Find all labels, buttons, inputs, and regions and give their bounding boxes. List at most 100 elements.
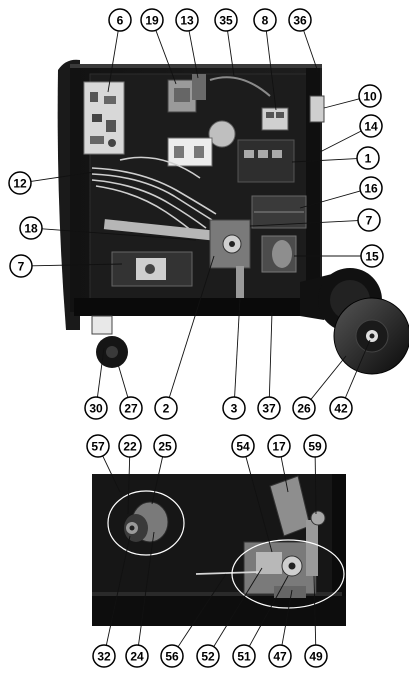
callout-circle xyxy=(303,434,327,458)
callout-number: 25 xyxy=(158,440,172,454)
callout-circle xyxy=(214,8,238,32)
callout-c17: 17 xyxy=(267,434,291,458)
callout-circle xyxy=(153,434,177,458)
wire-feed-detail-view xyxy=(92,474,346,626)
leader-line-c35 xyxy=(227,30,235,77)
callout-c35: 35 xyxy=(214,8,238,32)
callout-c51: 51 xyxy=(232,644,256,668)
callout-number: 2 xyxy=(163,402,170,416)
leader-line-c19 xyxy=(155,30,177,85)
bracket-18 xyxy=(103,219,237,243)
callout-circle xyxy=(358,84,382,108)
leader-line-c26 xyxy=(310,355,347,400)
callout-c13: 13 xyxy=(175,8,199,32)
callout-circle xyxy=(360,244,384,268)
callout-circle xyxy=(359,114,383,138)
component-13 xyxy=(192,74,206,100)
callout-c22: 22 xyxy=(118,434,142,458)
rear-wheel xyxy=(333,297,409,375)
callout-c57: 57 xyxy=(86,434,110,458)
callout-number: 57 xyxy=(91,440,105,454)
callout-circle xyxy=(160,644,184,668)
callout-c24: 24 xyxy=(125,644,149,668)
callout-number: 32 xyxy=(97,650,111,664)
callout-number: 19 xyxy=(145,14,159,28)
callout-c47: 47 xyxy=(268,644,292,668)
callout-c49: 49 xyxy=(304,644,328,668)
callout-circle xyxy=(196,644,220,668)
callout-circle xyxy=(119,396,143,420)
leader-line-c52 xyxy=(213,567,263,647)
callout-c8: 8 xyxy=(253,8,277,32)
rear-connector xyxy=(309,95,325,123)
callout-c18: 18 xyxy=(19,216,43,240)
callout-circle xyxy=(222,396,246,420)
callout-number: 3 xyxy=(231,402,238,416)
callout-number: 54 xyxy=(236,440,250,454)
round-component xyxy=(208,120,236,148)
callout-circle xyxy=(257,396,281,420)
front-caster xyxy=(91,315,128,368)
leader-line-c27 xyxy=(117,363,129,398)
leader-line-c51 xyxy=(248,575,289,647)
leader-line-c30 xyxy=(97,347,105,398)
callout-number: 37 xyxy=(262,402,276,416)
leader-line-c57 xyxy=(102,455,121,493)
leader-line-c32 xyxy=(105,535,131,646)
callout-circle xyxy=(108,8,132,32)
leader-line-c25 xyxy=(151,456,164,505)
callout-number: 27 xyxy=(124,402,138,416)
callout-c19: 19 xyxy=(140,8,164,32)
callout-c54: 54 xyxy=(231,434,255,458)
callout-c12: 12 xyxy=(8,171,32,195)
leader-line-c13 xyxy=(188,30,199,79)
callout-c10: 10 xyxy=(358,84,382,108)
callout-c37: 37 xyxy=(257,396,281,420)
callout-number: 51 xyxy=(237,650,251,664)
leader-line-c56 xyxy=(177,573,227,648)
spool-holder xyxy=(111,251,193,287)
callout-number: 35 xyxy=(219,14,233,28)
leader-line-c12 xyxy=(30,171,95,182)
callout-c1: 1 xyxy=(356,146,380,170)
callout-number: 10 xyxy=(363,90,377,104)
highlight-ellipse-left xyxy=(107,490,185,556)
callout-circle xyxy=(357,208,381,232)
callout-number: 18 xyxy=(24,222,38,236)
callout-c59: 59 xyxy=(303,434,327,458)
leader-line-c24 xyxy=(138,531,155,646)
leader-lines xyxy=(30,30,371,648)
callout-number: 30 xyxy=(89,402,103,416)
callout-number: 16 xyxy=(364,182,378,196)
callout-circle xyxy=(125,644,149,668)
leader-line-c2 xyxy=(168,255,215,398)
callout-circle xyxy=(118,434,142,458)
callout-circle xyxy=(175,8,199,32)
callout-circle xyxy=(231,434,255,458)
callout-circle xyxy=(19,216,43,240)
callout-number: 22 xyxy=(123,440,137,454)
callout-circle xyxy=(359,176,383,200)
callout-circle xyxy=(154,396,178,420)
leader-line-c36 xyxy=(303,30,319,73)
callout-circle xyxy=(329,396,353,420)
callout-circle xyxy=(92,644,116,668)
callout-number: 14 xyxy=(364,120,378,134)
callout-number: 8 xyxy=(262,14,269,28)
callout-number: 42 xyxy=(334,402,348,416)
leader-line-c10 xyxy=(323,98,360,109)
callout-circle xyxy=(304,644,328,668)
callout-circle xyxy=(268,644,292,668)
leader-line-c8 xyxy=(265,30,277,111)
terminal-block xyxy=(237,139,295,183)
callout-c6: 6 xyxy=(108,8,132,32)
relay-block xyxy=(261,107,289,131)
callout-c27: 27 xyxy=(119,396,143,420)
leader-line-c37 xyxy=(268,311,273,398)
callout-circle xyxy=(140,8,164,32)
callout-circle xyxy=(292,396,316,420)
leader-line-c3 xyxy=(234,297,241,398)
callout-number: 13 xyxy=(180,14,194,28)
